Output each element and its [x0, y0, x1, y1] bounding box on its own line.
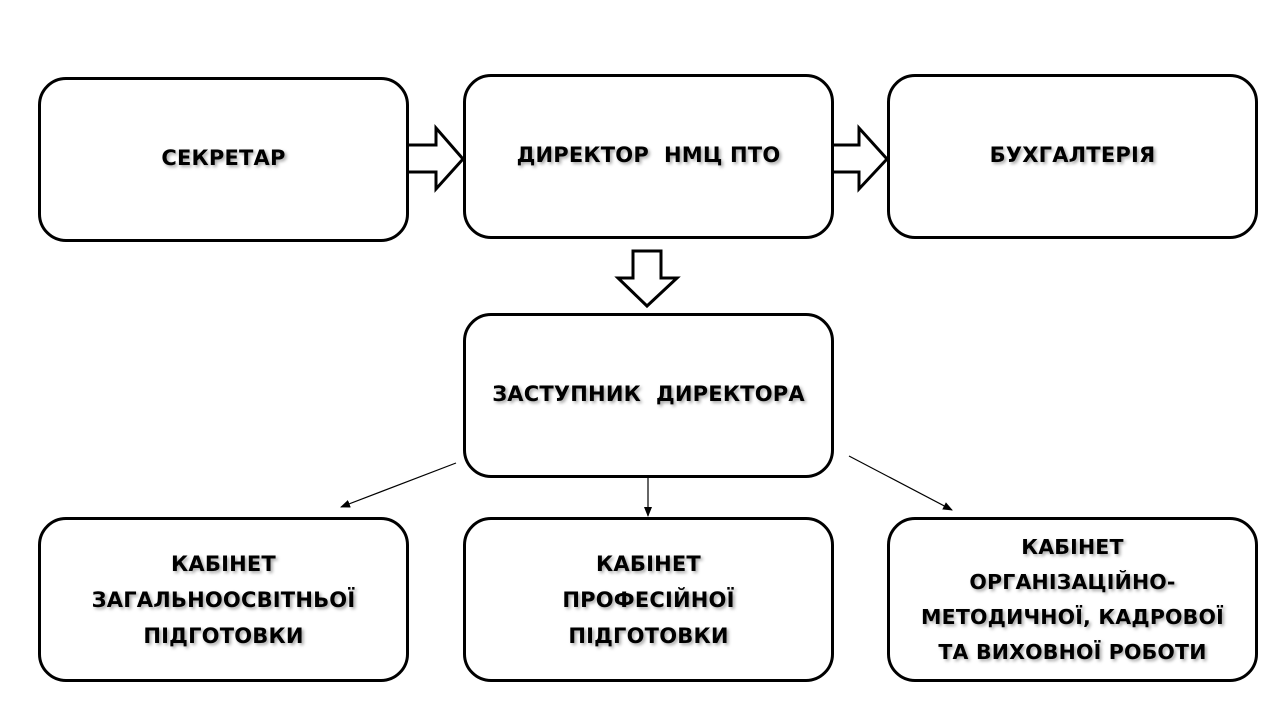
- thin-arrow-deputy-to-general-education: [340, 462, 457, 508]
- node-label: СЕКРЕТАР: [161, 146, 286, 170]
- block-arrow-secretary-to-director: [409, 123, 466, 193]
- node-label: КАБІНЕТ ЗАГАЛЬНООСВІТНЬОЇ ПІДГОТОВКИ: [91, 551, 356, 648]
- block-arrow-director-to-accounting: [834, 124, 890, 193]
- block-arrow-director-to-deputy: [614, 249, 681, 309]
- node-label: ЗАСТУПНИК ДИРЕКТОРА: [492, 382, 805, 406]
- node-professional-training-office: КАБІНЕТ ПРОФЕСІЙНОЇ ПІДГОТОВКИ: [463, 517, 834, 682]
- thin-arrow-deputy-to-organizational: [848, 455, 953, 511]
- node-general-education-office: КАБІНЕТ ЗАГАЛЬНООСВІТНЬОЇ ПІДГОТОВКИ: [38, 517, 409, 682]
- node-secretary: СЕКРЕТАР: [38, 77, 409, 242]
- node-organizational-office: КАБІНЕТ ОРГАНІЗАЦІЙНО- МЕТОДИЧНОЇ, КАДРО…: [887, 517, 1258, 682]
- node-label: КАБІНЕТ ОРГАНІЗАЦІЙНО- МЕТОДИЧНОЇ, КАДРО…: [921, 534, 1224, 664]
- node-label: БУХГАЛТЕРІЯ: [989, 143, 1156, 167]
- node-deputy-director: ЗАСТУПНИК ДИРЕКТОРА: [463, 313, 834, 478]
- node-accounting: БУХГАЛТЕРІЯ: [887, 74, 1258, 239]
- node-label: ДИРЕКТОР НМЦ ПТО: [516, 143, 781, 167]
- node-director: ДИРЕКТОР НМЦ ПТО: [463, 74, 834, 239]
- node-label: КАБІНЕТ ПРОФЕСІЙНОЇ ПІДГОТОВКИ: [562, 551, 735, 648]
